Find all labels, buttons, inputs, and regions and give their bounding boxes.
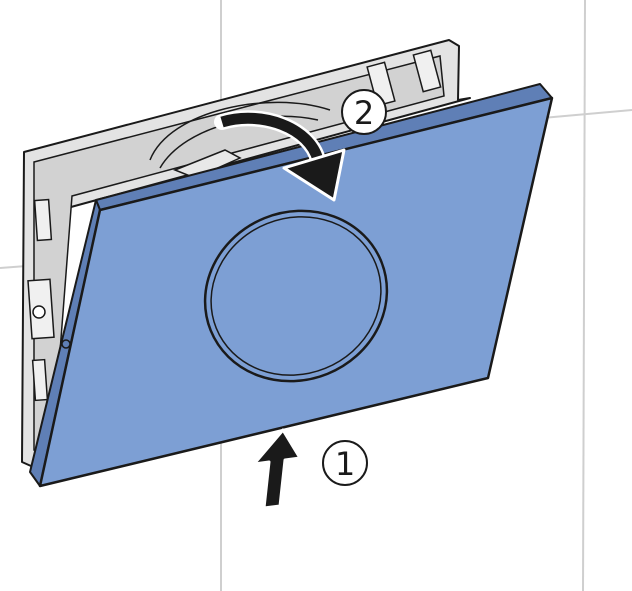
step-1-label: 1	[335, 445, 355, 483]
step-1-marker: 1	[322, 440, 368, 486]
mounting-frame	[21, 39, 471, 471]
cover-plate	[29, 83, 554, 488]
up-arrow-icon	[252, 428, 302, 510]
step-2-label: 2	[354, 94, 374, 132]
curved-arrow-icon	[214, 110, 346, 202]
step-2-marker: 2	[341, 89, 387, 135]
flush-button-ring	[203, 209, 389, 383]
